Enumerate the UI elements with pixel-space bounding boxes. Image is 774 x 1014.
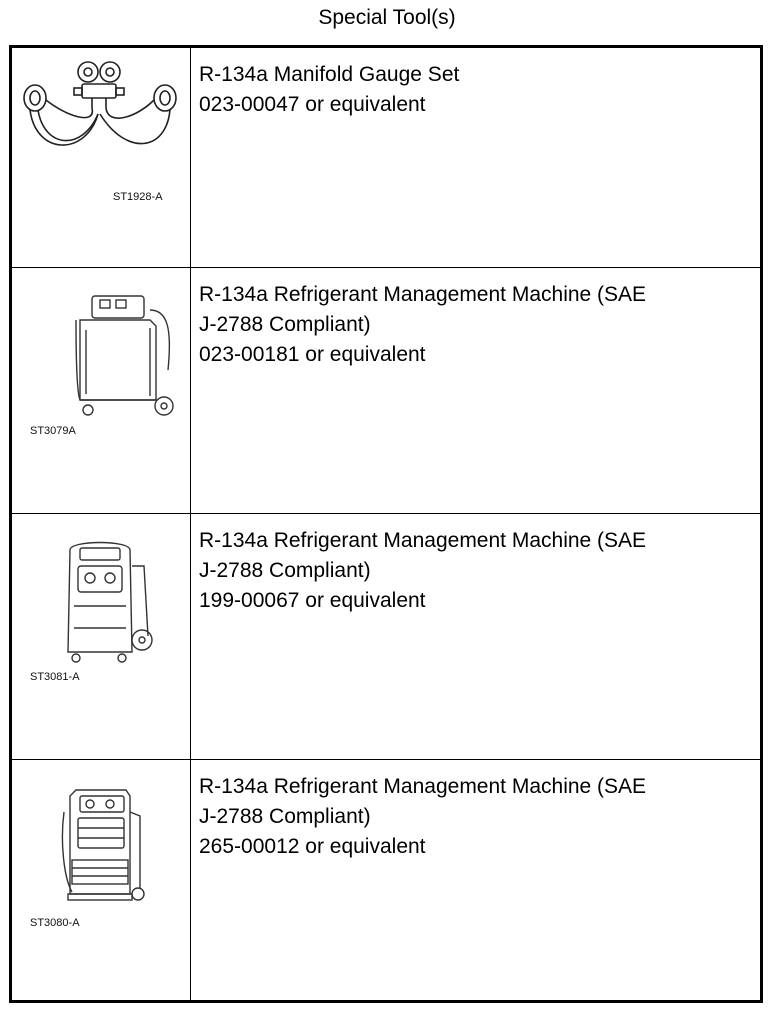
- table-row: ST3080-A R-134a Refrigerant Management M…: [10, 759, 762, 1002]
- tool-part-number: 023-00181 or equivalent: [199, 343, 426, 366]
- refrigerant-machine-icon: [67, 541, 153, 663]
- tool-illustration-cell: ST3081-A: [10, 513, 191, 760]
- tool-part-number: 023-00047 or equivalent: [199, 93, 426, 116]
- tool-illustration-cell: ST3080-A: [10, 759, 191, 1002]
- table-row: ST3079A R-134a Refrigerant Management Ma…: [10, 267, 762, 514]
- tool-name-continued: J-2788 Compliant): [199, 313, 371, 336]
- refrigerant-machine-icon: [61, 789, 145, 901]
- tool-illustration-cell: ST1928-A: [10, 46, 191, 268]
- tool-description-cell: R-134a Refrigerant Management Machine (S…: [190, 759, 762, 1002]
- tool-code: ST3080-A: [30, 917, 80, 929]
- tool-name-continued: J-2788 Compliant): [199, 805, 371, 828]
- page-title: Special Tool(s): [318, 6, 456, 29]
- tool-description-cell: R-134a Manifold Gauge Set 023-00047 or e…: [190, 46, 762, 268]
- tool-code: ST3079A: [30, 425, 76, 437]
- tool-name: R-134a Refrigerant Management Machine (S…: [199, 775, 647, 798]
- tool-name-continued: J-2788 Compliant): [199, 559, 371, 582]
- tool-part-number: 265-00012 or equivalent: [199, 835, 426, 858]
- special-tools-table: ST1928-A R-134a Manifold Gauge Set 023-0…: [9, 45, 763, 1003]
- tool-code: ST3081-A: [30, 671, 80, 683]
- table-row: ST3081-A R-134a Refrigerant Management M…: [10, 513, 762, 760]
- tool-description-cell: R-134a Refrigerant Management Machine (S…: [190, 267, 762, 514]
- tool-name: R-134a Refrigerant Management Machine (S…: [199, 283, 647, 306]
- table-row: ST1928-A R-134a Manifold Gauge Set 023-0…: [10, 46, 762, 268]
- tool-part-number: 199-00067 or equivalent: [199, 589, 426, 612]
- tool-name: R-134a Refrigerant Management Machine (S…: [199, 529, 647, 552]
- tool-illustration-cell: ST3079A: [10, 267, 191, 514]
- manifold-gauge-set-icon: [23, 61, 177, 146]
- tool-code: ST1928-A: [113, 191, 163, 203]
- tool-name: R-134a Manifold Gauge Set: [199, 63, 460, 86]
- tool-description-cell: R-134a Refrigerant Management Machine (S…: [190, 513, 762, 760]
- refrigerant-machine-icon: [75, 295, 174, 416]
